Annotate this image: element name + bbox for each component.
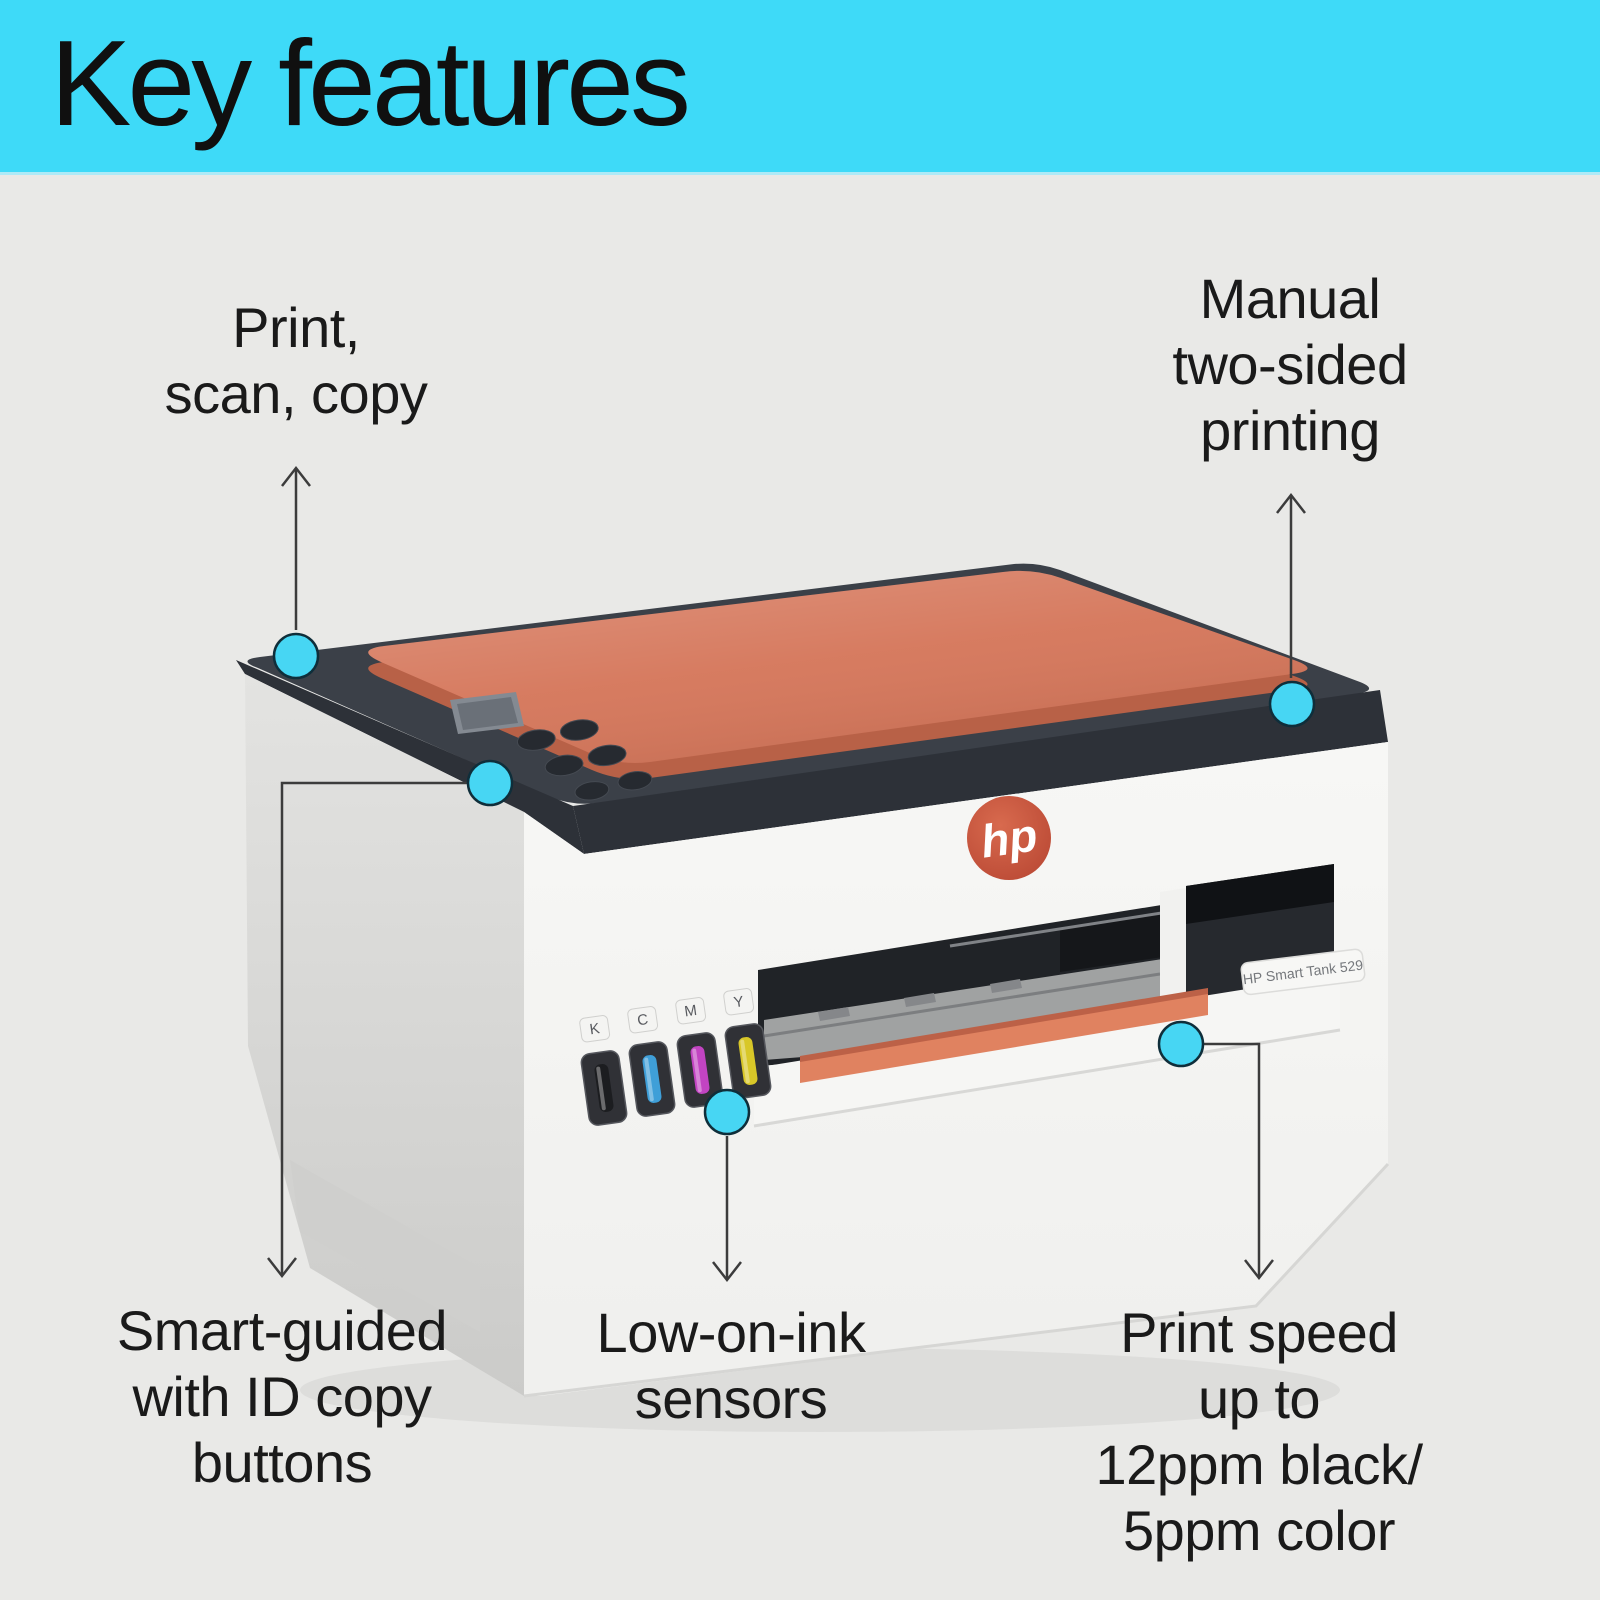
- scanner-deck-left-band: [236, 660, 584, 854]
- ink-tank-y: Y: [723, 988, 772, 1099]
- model-label-plate: [1240, 948, 1366, 996]
- callout-line-print-speed: [1203, 1042, 1261, 1276]
- header-band: Key features: [0, 0, 1600, 175]
- paper-tray-accent: [800, 994, 1208, 1083]
- tray-inner-edge: [763, 972, 1161, 1038]
- hp-logo: hp: [967, 796, 1051, 880]
- control-panel: [450, 692, 653, 801]
- callout-dot-ink-sensors: [703, 1088, 751, 1136]
- tray-ledge-shadow: [753, 1028, 1341, 1128]
- hp-logo-circle: [967, 796, 1051, 880]
- ink-tank-k-sheen: [596, 1066, 606, 1111]
- callout-dot-print-speed: [1157, 1020, 1205, 1068]
- callout-lines: [267, 465, 1306, 1283]
- ink-tank-c-tab: [627, 1006, 659, 1034]
- output-slot: [753, 864, 1341, 1128]
- feature-label-low-on-ink: Low-on-ink sensors: [596, 1301, 866, 1430]
- control-panel-buttons: [516, 719, 653, 801]
- ink-tank-k-level: [594, 1064, 614, 1112]
- scanner-lid-sheen: [368, 570, 1308, 763]
- callout-arrow-up-two-sided: [1276, 492, 1306, 514]
- ink-tank-m: M: [675, 997, 724, 1108]
- ink-tank-y-tab: [723, 988, 755, 1016]
- ink-tank-y-level: [738, 1037, 758, 1085]
- callout-dot-two-sided: [1268, 680, 1316, 728]
- carriage-rod: [949, 910, 1169, 948]
- ink-tank-m-letter: M: [683, 1002, 698, 1021]
- printer-left-foot: [290, 1160, 480, 1332]
- ink-tank-k: K: [579, 1015, 628, 1126]
- control-panel-display-screen: [457, 697, 518, 730]
- feature-label-smart-guided: Smart-guided with ID copy buttons: [116, 1299, 448, 1494]
- callout-line-smart-guided: [280, 781, 468, 1274]
- callout-arrow-down-print-speed: [1244, 1259, 1274, 1281]
- ink-tanks: K C M Y: [579, 988, 772, 1126]
- feature-label-manual-two-sided: Manual two-sided printing: [1172, 267, 1408, 462]
- page-title: Key features: [50, 15, 691, 151]
- slot-right-dark-top: [1186, 864, 1334, 924]
- printhead-carriage: [1060, 912, 1170, 972]
- scanner-deck-front: [573, 690, 1388, 854]
- ink-tank-c-sheen: [644, 1057, 654, 1102]
- feature-label-print-scan-copy: Print, scan, copy: [164, 296, 428, 425]
- ink-tank-c-level: [642, 1055, 662, 1103]
- printer-bottom-edge: [523, 1162, 1390, 1398]
- ink-tank-m-tab: [675, 997, 707, 1025]
- model-label: HP Smart Tank 529: [1240, 948, 1366, 996]
- ink-tank-c-letter: C: [636, 1011, 649, 1029]
- callout-dot-control-panel: [466, 759, 514, 807]
- callout-dot-print-scan-copy: [272, 632, 320, 680]
- ink-tank-m-sheen: [692, 1048, 702, 1093]
- ink-tank-k-letter: K: [589, 1020, 601, 1038]
- paper-guide-tab: [990, 979, 1022, 993]
- ink-tank-m-level: [690, 1046, 710, 1094]
- paper-guide-tab: [818, 1007, 850, 1021]
- ink-tank-c: C: [627, 1006, 676, 1117]
- ink-tank-y-sheen: [740, 1039, 750, 1084]
- feature-label-print-speed: Print speed up to 12ppm black/ 5ppm colo…: [1095, 1301, 1423, 1562]
- ink-tank-k-tab: [579, 1015, 611, 1043]
- paper-guide-tab: [904, 993, 936, 1007]
- hp-logo-text: hp: [978, 808, 1041, 867]
- callout-arrow-down-smart-guided: [267, 1257, 297, 1279]
- ink-tank-y-letter: Y: [733, 993, 745, 1011]
- callout-arrow-up-print-scan-copy: [281, 465, 311, 487]
- callout-arrow-down-ink-sensors: [712, 1261, 742, 1283]
